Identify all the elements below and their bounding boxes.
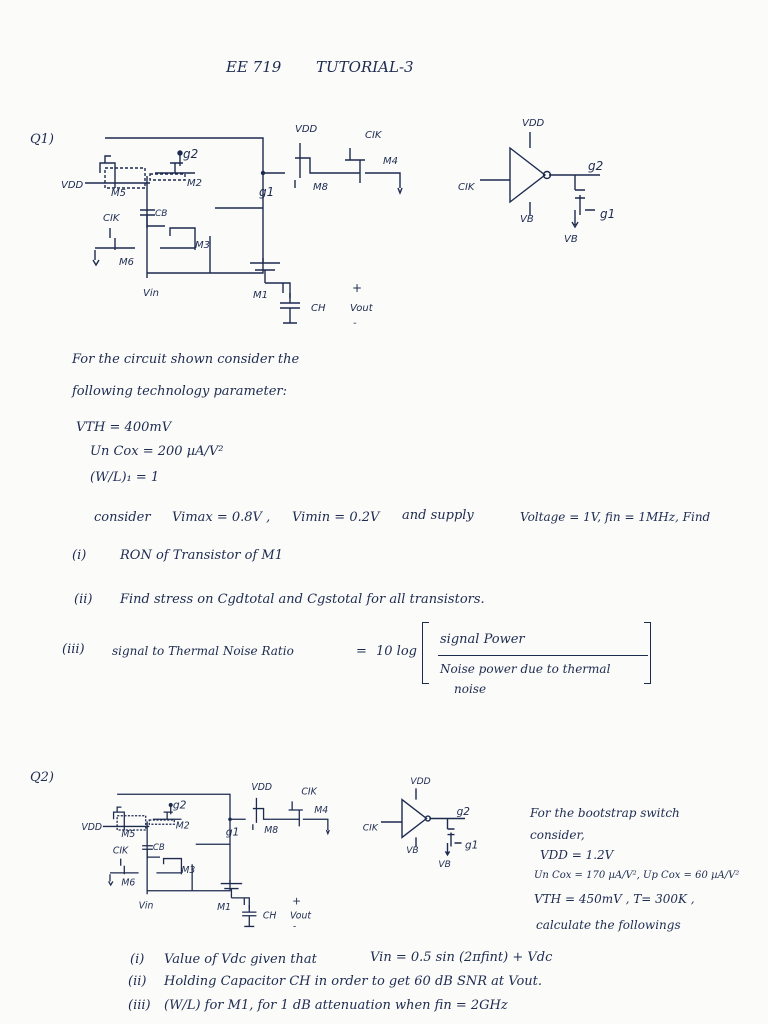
q1-vdd-top-label: VDD: [295, 124, 318, 135]
q2-param-line5: VTH = 450mV , T= 300K ,: [534, 892, 695, 906]
q1-m5-label: M5: [111, 188, 126, 199]
q2-minus-label: -: [293, 921, 296, 930]
q2-vdd-top-label: VDD: [251, 782, 272, 793]
q1-clkbar-label: CIK: [103, 213, 121, 224]
q2-m8-label: M8: [264, 825, 278, 836]
q2-m2-label: M2: [176, 821, 190, 832]
q2-clkbar-label: CIK: [113, 846, 129, 857]
q1-m3-label: M3: [195, 240, 210, 251]
q2-inv-g1-label: g1: [465, 840, 478, 852]
q1-m8-label: M8: [313, 182, 328, 193]
q2-inverter-diagram: VDD CIK g2 VB VB g1: [363, 777, 479, 870]
q2-param-line3: VDD = 1.2V: [540, 848, 614, 862]
q1-vimax: Vimax = 0.8V ,: [172, 510, 271, 525]
q2-m1-label: M1: [217, 902, 231, 913]
q1-voltage: Voltage = 1V, fin = 1MHz, Find: [520, 510, 711, 524]
q1-and-supply: and supply: [402, 508, 474, 523]
q1-inv-clk-label: CIK: [458, 182, 476, 193]
q2-param-line1: For the bootstrap switch: [530, 806, 680, 820]
q2-inv-vdd-label: VDD: [410, 777, 430, 787]
page-title: TUTORIAL-3: [316, 58, 414, 76]
q1-minus-label: -: [353, 318, 357, 328]
q2-i-expression: Vin = 0.5 sin (2πfint) + Vdc: [370, 950, 553, 965]
q1-clkbar-top-label: CIK: [365, 130, 383, 141]
q2-ii-text: Holding Capacitor CH in order to get 60 …: [164, 974, 543, 989]
q1-inv-g2-label: g2: [588, 159, 603, 173]
q2-m6-label: M6: [121, 878, 135, 889]
course-code: EE 719: [226, 58, 282, 76]
q1-m4-label: M4: [383, 156, 398, 167]
q1-vimin: Vimin = 0.2V: [292, 510, 380, 525]
q1-inverter-diagram: VDD CIK g2 VB VB g1: [458, 118, 615, 245]
q1-formula-log: 10 log: [376, 644, 417, 659]
q1-formula-fraction-bar: [438, 655, 648, 656]
q1-param-wl: (W/L)₁ = 1: [90, 470, 160, 485]
q1-label: Q1): [30, 132, 55, 147]
q1-plus-label: +: [352, 281, 362, 295]
q1-m2-label: M2: [187, 178, 202, 189]
q1-circuit-diagram: VDD g2 M2 M5 CB CIK M3 M6 Vin M1 g1 VDD …: [61, 124, 403, 328]
q2-param-line2: consider,: [530, 828, 585, 842]
q2-m5-label: M5: [121, 829, 135, 840]
q1-formula-denominator-1: Noise power due to thermal: [440, 662, 611, 676]
q2-param-line6: calculate the followings: [536, 918, 681, 932]
q1-param-vth: VTH = 400mV: [76, 420, 172, 435]
q2-vin-label: Vin: [139, 901, 154, 912]
q1-formula-numerator: signal Power: [440, 632, 525, 647]
q1-vout-label: Vout: [350, 303, 374, 314]
q1-inv-vb2-label: VB: [564, 234, 578, 245]
q2-inv-clk-label: CIK: [363, 823, 379, 833]
q2-iii-number: (iii): [128, 998, 151, 1013]
q2-g2-label: g2: [173, 799, 187, 812]
q2-iii-text: (W/L) for M1, for 1 dB attenuation when …: [164, 998, 508, 1013]
q2-m3-label: M3: [181, 865, 195, 876]
q1-g2-label: g2: [183, 147, 198, 161]
q1-formula-right-bracket: [644, 622, 651, 684]
q2-cb-label: CB: [153, 843, 165, 853]
q1-cb-label: CB: [155, 209, 167, 219]
q2-clkbar-top-label: CIK: [301, 786, 317, 797]
q2-inv-vb2-label: VB: [438, 860, 450, 870]
q1-inv-vb-label: VB: [520, 214, 534, 225]
q1-ch-label: CH: [311, 303, 326, 314]
q2-m4-label: M4: [314, 805, 328, 816]
q1-inv-vdd-label: VDD: [522, 118, 545, 129]
q1-formula-left-bracket: [422, 622, 429, 684]
q1-m6-label: M6: [119, 257, 134, 268]
q2-i-text: Value of Vdc given that: [164, 952, 317, 967]
q2-label: Q2): [30, 770, 55, 785]
q1-iii-number: (iii): [62, 642, 85, 657]
q1-ii-number: (ii): [74, 592, 93, 607]
q2-ii-number: (ii): [128, 974, 147, 989]
q1-vin-label: Vin: [143, 288, 159, 299]
q2-inv-g2-label: g2: [457, 806, 471, 818]
q1-param-un: Un Cox = 200 µA/V²: [90, 444, 224, 459]
q1-i-number: (i): [72, 548, 87, 563]
q2-ch-label: CH: [263, 911, 276, 922]
q1-iii-text: signal to Thermal Noise Ratio: [112, 644, 294, 658]
q2-i-number: (i): [130, 952, 145, 967]
q1-equals: =: [356, 644, 367, 659]
q2-inv-vb-label: VB: [406, 846, 418, 856]
q1-intro-1: For the circuit shown consider the: [72, 352, 300, 367]
q1-m1-label: M1: [253, 290, 268, 301]
q2-g1-label: g1: [226, 826, 240, 839]
q2-vout-label: Vout: [290, 911, 311, 922]
q1-formula-denominator-2: noise: [454, 682, 487, 696]
q2-vdd-label: VDD: [81, 822, 102, 833]
q2-circuit-diagram: VDD g2 M2 M5 CB CIK M3 M6 Vin M1 g1 VDD …: [81, 782, 330, 930]
q1-i-text: RON of Transistor of M1: [120, 548, 283, 563]
q1-vdd-label: VDD: [61, 180, 84, 191]
q1-consider: consider: [94, 510, 151, 525]
q1-intro-2: following technology parameter:: [72, 384, 288, 399]
q2-param-line4: Un Cox = 170 µA/V², Up Cox = 60 µA/V²: [534, 870, 740, 881]
q2-plus-label: +: [292, 894, 301, 907]
q1-inv-g1-label: g1: [600, 207, 615, 221]
q1-ii-text: Find stress on Cgdtotal and Cgstotal for…: [120, 592, 485, 607]
q1-g1-label: g1: [259, 185, 274, 199]
